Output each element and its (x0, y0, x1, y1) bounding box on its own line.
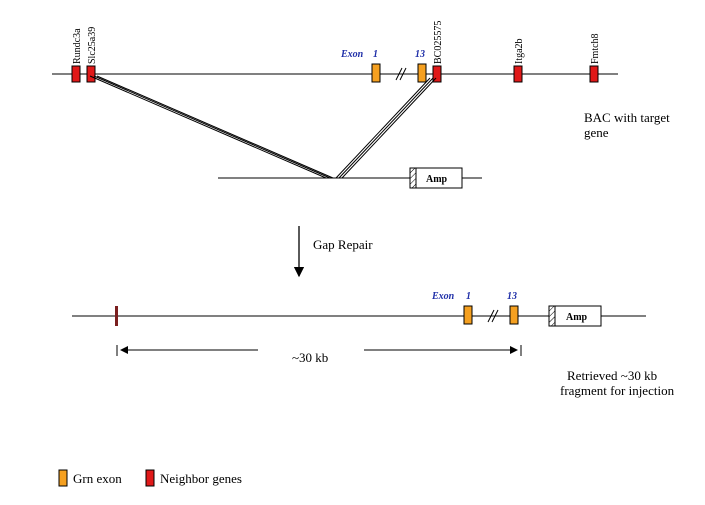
vector-amp-label: Amp (426, 174, 448, 185)
retrieved-exon-last (509, 305, 519, 325)
retrieved-break-mark (487, 309, 499, 323)
retrieved-label-line1: Retrieved ~30 kb (567, 368, 657, 383)
retrieved-neighbor-marker (115, 306, 118, 326)
legend-exon-swatch (58, 469, 68, 487)
legend-exon-label: Grn exon (73, 471, 122, 486)
neighbor-gene-slc25a39 (86, 65, 96, 83)
retrieved-label-line2: fragment for injection (560, 383, 675, 398)
legend-neighbor-label: Neighbor genes (160, 471, 242, 486)
neighbor-gene-bc025575 (432, 65, 442, 83)
neighbor-gene-rundc3a (71, 65, 81, 83)
retrieved-exon-word: Exon (431, 291, 455, 302)
bac-exon-first-number: 1 (373, 49, 378, 60)
legend-neighbor-swatch (145, 469, 155, 487)
bac-exon-word: Exon (340, 49, 364, 60)
retrieved-exon-first-number: 1 (466, 291, 471, 302)
bac-exon-first (371, 63, 381, 83)
retrieved-amp-label: Amp (566, 312, 588, 323)
bac-label-line2: gene (584, 125, 609, 140)
neighbor-gene-fmtch8 (589, 65, 599, 83)
gap-repair-label: Gap Repair (313, 237, 373, 252)
retrieved-hatch (548, 305, 556, 327)
gene-label-fmtch8: Fmtch8 (590, 33, 601, 64)
gene-label-slc25a39: Slc25a39 (87, 27, 98, 64)
retrieved-exon-first (463, 305, 473, 325)
gene-label-bc025575: BC025575 (433, 21, 444, 64)
bac-exon-last-number: 13 (415, 49, 425, 60)
bac-exon-last (417, 63, 427, 83)
size-label: ~30 kb (292, 350, 328, 365)
right-homology-arm (335, 77, 437, 179)
retrieved-exon-last-number: 13 (507, 291, 517, 302)
vector-hatch (409, 167, 417, 189)
gene-label-itga2b: Itga2b (514, 38, 525, 64)
neighbor-gene-itga2b (513, 65, 523, 83)
gene-label-rundc3a: Rundc3a (72, 28, 83, 64)
left-homology-arm (89, 75, 334, 179)
bac-break-mark (395, 67, 407, 81)
bac-label-line1: BAC with target (584, 110, 670, 125)
size-indicator (116, 345, 522, 356)
